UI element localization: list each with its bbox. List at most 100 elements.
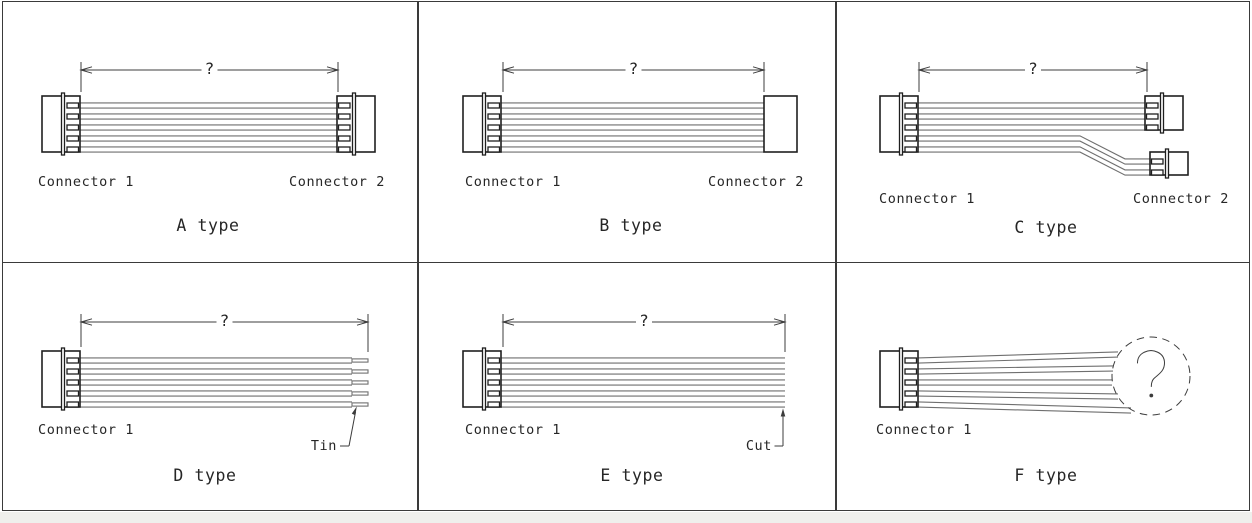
connector-pin (904, 146, 918, 153)
connector-pin (1145, 102, 1159, 109)
dim-arrow-left (79, 66, 93, 74)
connector-2-label: Connector 2 (1133, 191, 1229, 207)
connector-pin (487, 146, 501, 153)
wire-ribbon (501, 102, 764, 153)
wire-edge (917, 370, 1114, 375)
connector-pin (904, 379, 918, 386)
connector-1-label: Connector 1 (465, 422, 561, 438)
connector-pin (66, 357, 80, 364)
connector-2-label: Connector 2 (289, 174, 385, 190)
connector-pin (487, 390, 501, 397)
dimension: ? (79, 59, 340, 92)
wire-ribbon (918, 102, 1150, 176)
fanned-wires (917, 351, 1132, 414)
connector-pin (1150, 169, 1164, 176)
panel-f-type: ? Connector 1 F type (876, 336, 1191, 485)
wire-edge (917, 356, 1119, 364)
connector-1-label: Connector 1 (38, 422, 134, 438)
connector-2-label: Connector 2 (708, 174, 804, 190)
connector-pin (904, 390, 918, 397)
dim-arrow-right (326, 66, 340, 74)
grid-horizontal-divider (2, 261, 1249, 263)
connector-pin (904, 113, 918, 120)
connector-pin (487, 113, 501, 120)
wire-ribbon (501, 357, 785, 408)
connector-pin (487, 368, 501, 375)
sheet-border (2, 1, 1250, 511)
panel-type-title: F type (1014, 466, 1077, 485)
panel-type-title: B type (599, 216, 662, 235)
connector-pin (66, 401, 80, 408)
connector-1-graphic (879, 92, 919, 156)
wire-edge (917, 365, 1114, 370)
tinned-tip (351, 391, 369, 396)
dim-arrow-left (79, 318, 93, 326)
connector-wall (898, 347, 904, 411)
dimension: ? (79, 311, 370, 352)
grid-vertical-divider-1 (417, 1, 419, 511)
dim-arrow-left (501, 66, 515, 74)
dim-question-label: ? (639, 311, 649, 330)
leader-arrowhead (780, 408, 786, 417)
connector-pin (487, 124, 501, 131)
wire-edge (918, 146, 1150, 171)
tinned-tip (351, 358, 369, 363)
panel-e-type: ? Cut Connector 1 E type (462, 311, 787, 485)
dim-arrow-left (501, 318, 515, 326)
connector-pin (337, 113, 351, 120)
connector-1-graphic (41, 347, 81, 411)
plain-housing (763, 95, 798, 153)
connector-pin (337, 102, 351, 109)
dim-arrow-right (773, 318, 787, 326)
connector-pin (487, 379, 501, 386)
wire-edge (917, 395, 1119, 400)
wire-edge (917, 406, 1132, 414)
connector-pin (1145, 113, 1159, 120)
connector-wall (60, 92, 66, 156)
connector-1-label: Connector 1 (879, 191, 975, 207)
dim-arrow-right (1135, 66, 1149, 74)
connector-pin (904, 135, 918, 142)
connector-pin (66, 146, 80, 153)
connector-1-label: Connector 1 (38, 174, 134, 190)
panel-type-title: D type (173, 466, 236, 485)
dimension: ? (501, 59, 766, 92)
connector-2-upper-graphic (1144, 92, 1184, 134)
connector-pin (337, 135, 351, 142)
connector-wall (481, 347, 487, 411)
wire-edge (918, 151, 1150, 176)
connector-pin (904, 102, 918, 109)
connector-pin (1150, 158, 1164, 165)
unknown-termination: ? (1111, 336, 1191, 416)
connector-pin (337, 124, 351, 131)
tinned-tip (351, 402, 369, 407)
connector-1-graphic (462, 92, 502, 156)
connector-pin (66, 368, 80, 375)
dim-question-label: ? (220, 311, 230, 330)
cut-annotation: Cut (746, 408, 786, 454)
question-mark-glyph (1137, 349, 1166, 387)
panel-type-title: C type (1014, 218, 1077, 237)
wire-edge (917, 401, 1132, 409)
connector-wall (481, 92, 487, 156)
connector-2-graphic (763, 95, 798, 153)
connector-pin (66, 102, 80, 109)
connector-1-label: Connector 1 (876, 422, 972, 438)
dashed-circle (1111, 336, 1191, 416)
connector-2-lower-graphic (1149, 148, 1189, 179)
dimension: ? (501, 311, 787, 352)
panel-type-title: E type (600, 466, 663, 485)
connector-pin (66, 379, 80, 386)
connector-pin (904, 124, 918, 131)
loose-wires (80, 357, 369, 408)
tinned-tip (351, 369, 369, 374)
connector-pin (487, 401, 501, 408)
wire-ribbon (80, 102, 337, 153)
dim-arrow-right (356, 318, 370, 326)
connector-pin (66, 390, 80, 397)
